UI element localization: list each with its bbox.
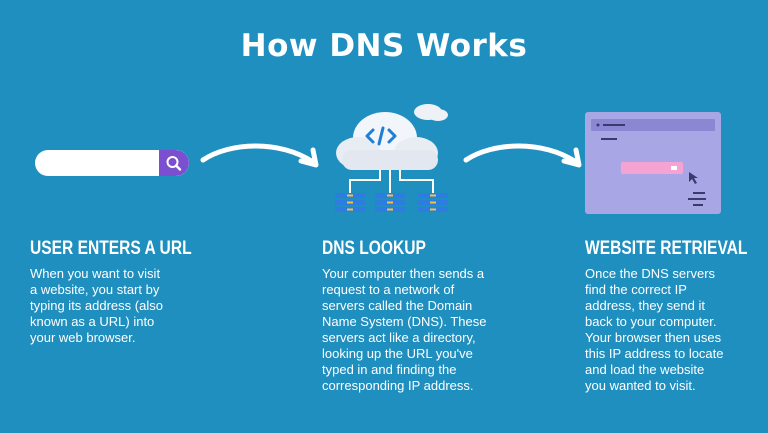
step-heading: WEBSITE RETRIEVAL bbox=[585, 238, 748, 259]
step-heading: USER ENTERS A URL bbox=[30, 238, 192, 259]
search-bar-illustration bbox=[35, 150, 189, 176]
cloud-icon bbox=[335, 104, 448, 212]
step-description: Your computer then sends a request to a … bbox=[322, 266, 487, 393]
browser-mockup bbox=[591, 119, 715, 206]
search-button bbox=[159, 150, 189, 176]
arrow-right-icon bbox=[200, 143, 319, 168]
cursor-icon bbox=[689, 172, 698, 184]
step-heading: DNS LOOKUP bbox=[322, 238, 426, 259]
step-description: When you want to visit a website, you st… bbox=[30, 266, 163, 345]
search-icon bbox=[166, 156, 182, 171]
browser-window-illustration bbox=[585, 112, 721, 214]
page-title: How DNS Works bbox=[240, 28, 528, 64]
dns-cloud-illustration bbox=[330, 98, 460, 218]
code-icon bbox=[365, 126, 397, 146]
step-description: Once the DNS servers find the correct IP… bbox=[585, 266, 724, 393]
arrow-right-icon bbox=[463, 143, 582, 168]
